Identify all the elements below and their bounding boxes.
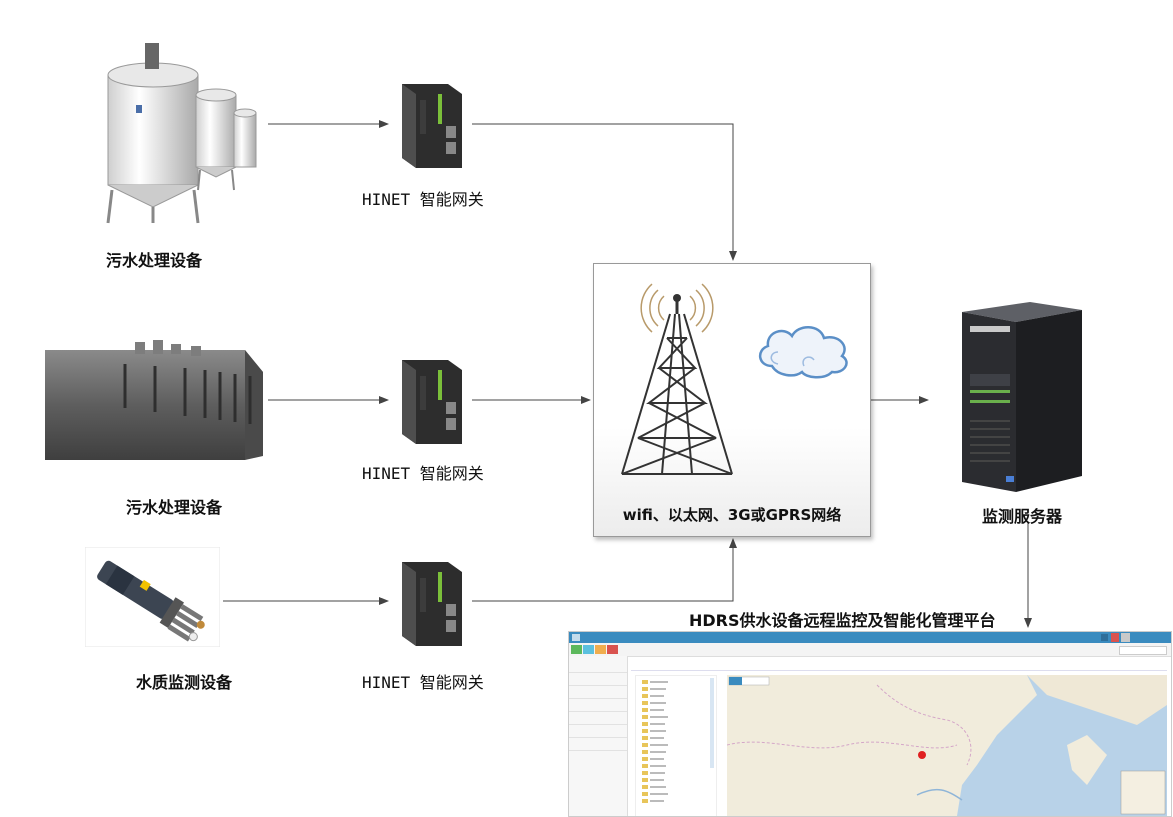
map-canvas [727, 675, 1167, 816]
cloud-icon [759, 326, 848, 379]
treatment-container-icon [45, 340, 263, 460]
device-label-top: 污水处理设备 [106, 251, 203, 270]
water-probe-icon [85, 547, 220, 647]
sidebar-item [569, 673, 627, 686]
toolbar-btn-orange [595, 645, 606, 654]
map-view [727, 675, 1167, 816]
logo-icon [572, 634, 580, 641]
platform-screenshot [568, 631, 1172, 817]
platform-sidebar [569, 656, 628, 816]
gateway-icon [402, 84, 462, 168]
platform-label: HDRS供水设备远程监控及智能化管理平台 [689, 611, 996, 630]
content-title-bar [631, 660, 1167, 671]
gateway-icon [402, 562, 462, 646]
network-box: wifi、以太网、3G或GPRS网络 [593, 263, 871, 537]
sidebar-item [569, 699, 627, 712]
platform-header-bar [569, 632, 1171, 643]
home-icon [1101, 634, 1108, 641]
network-label: wifi、以太网、3G或GPRS网络 [622, 506, 842, 524]
arrow-gateway-top-to-network [472, 123, 737, 261]
search-input [1119, 646, 1167, 655]
server-label: 监测服务器 [982, 507, 1063, 526]
gateway-label-mid: HINET 智能网关 [362, 464, 484, 483]
server-tower-icon [962, 302, 1082, 492]
gateway-icon [402, 360, 462, 444]
device-label-mid: 污水处理设备 [126, 498, 223, 517]
radio-tower-icon [621, 283, 733, 475]
platform-toolbar [569, 643, 1171, 657]
sidebar-item [569, 660, 627, 673]
region-tree [635, 675, 717, 816]
toolbar-btn-green [571, 645, 582, 654]
sidebar-item [569, 686, 627, 699]
sidebar-item [569, 725, 627, 738]
tank-icon [106, 43, 257, 224]
device-label-bottom: 水质监测设备 [136, 673, 233, 692]
sidebar-item [569, 712, 627, 725]
toolbar-btn-red [607, 645, 618, 654]
tree-folder-list [642, 678, 714, 803]
gateway-label-top: HINET 智能网关 [362, 190, 484, 209]
toolbar-btn-blue [583, 645, 594, 654]
user-avatar [1121, 633, 1130, 642]
alert-icon [1111, 633, 1119, 642]
arrow-gateway-bottom-to-network [472, 538, 737, 602]
gateway-label-bottom: HINET 智能网关 [362, 673, 484, 692]
sidebar-item [569, 738, 627, 751]
